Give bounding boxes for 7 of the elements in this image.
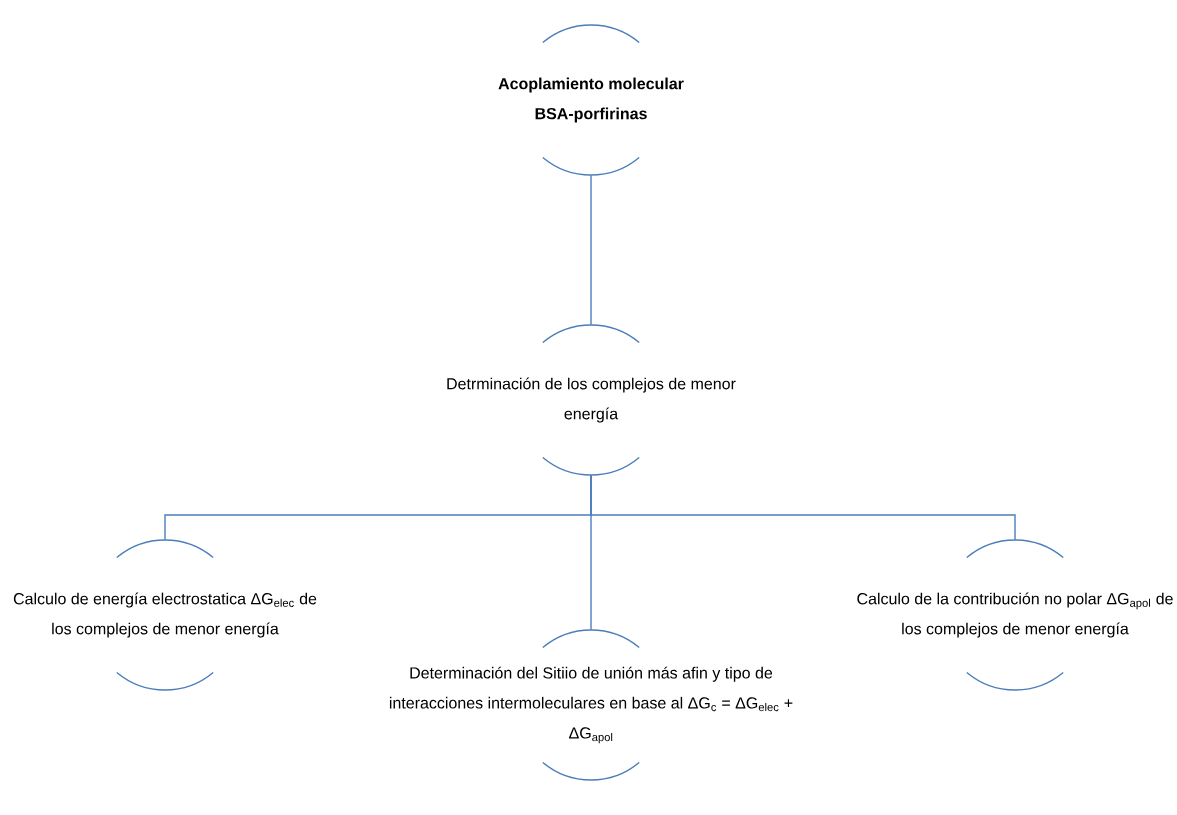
hierarchy-node: Calculo de la contribución no polar ΔG$_{apol}$ de los complejos de menor energía (857, 539, 1173, 691)
connector-line (590, 174, 592, 326)
hierarchy-node: Acoplamiento molecular BSA-porfirinas (498, 24, 684, 176)
hierarchy-node: Detrminación de los complejos de menor energía (447, 324, 736, 476)
hierarchy-node: Determinación del Sitiio de unión más afin y tipo de interacciones intermoleculares en base al ΔG$_{c}$ = ΔG$_{elec}$ + ΔG$_{apol}$ (389, 629, 793, 781)
hierarchy-node: Calculo de energía electrostatica ΔG$_{elec}$ de los complejos de menor energía (13, 539, 317, 691)
connector-line (590, 474, 1016, 541)
